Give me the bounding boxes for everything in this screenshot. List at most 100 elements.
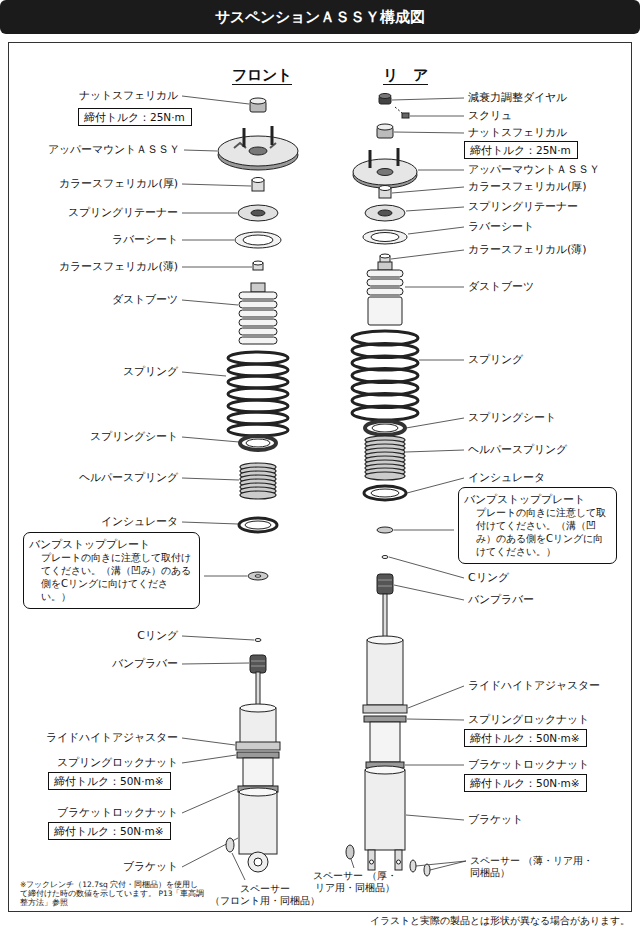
front-strut (239, 328, 277, 335)
front-strut (254, 858, 262, 866)
rear-damper (372, 424, 398, 432)
rear-damper (424, 864, 430, 876)
part-name: ライドハイトアジャスター (468, 679, 600, 693)
rear-damper (367, 640, 403, 705)
rear-leader-lines (416, 861, 466, 866)
rear-damper (382, 556, 388, 559)
front-leader-lines (182, 789, 237, 813)
rear-damper (367, 270, 403, 277)
part-name: スクリュ (468, 109, 512, 123)
rear-damper (352, 331, 418, 420)
part-name: ラバーシート (468, 220, 534, 234)
torque-value: 締付トルク：50N·m※ (54, 824, 165, 838)
rear-damper (367, 636, 403, 644)
note-heading: バンプストッププレート (464, 492, 611, 506)
front-leader-lines (232, 853, 245, 880)
part-name: ブラケットロックナット (57, 806, 178, 820)
front-strut (251, 210, 265, 216)
rear-damper (377, 527, 393, 533)
front-strut (226, 838, 234, 852)
front-strut (239, 337, 277, 344)
part-name: カラースフェリカル(厚) (468, 180, 587, 194)
rear-leader-lines (391, 250, 464, 259)
front-strut (236, 742, 280, 750)
title-band (0, 0, 640, 34)
rear-damper (379, 186, 391, 191)
part-name: インシュレータ (101, 515, 178, 529)
front-strut (228, 388, 288, 400)
front-strut (239, 788, 277, 796)
front-strut (240, 491, 276, 499)
page-title: サスペンションＡＳＳＹ構成図 (0, 8, 640, 26)
front-leader-lines (182, 663, 249, 664)
front-strut (255, 639, 261, 642)
part-name: ライドハイトアジャスター (46, 731, 178, 745)
rear-leader-lines (406, 207, 464, 211)
rear-damper (402, 113, 409, 118)
rear-damper (371, 233, 399, 242)
rear-damper (363, 705, 407, 713)
frame (9, 43, 632, 912)
front-leader-lines (182, 184, 251, 186)
front-strut (228, 352, 288, 436)
section-heading: リ ア (383, 66, 428, 84)
front-strut (234, 143, 276, 148)
part-name: ヘルパースプリング (79, 471, 178, 485)
rear-leader-lines (410, 116, 464, 117)
front-strut (243, 235, 273, 245)
rear-leader-lines (430, 861, 466, 870)
rear-damper (346, 845, 354, 859)
front-strut (250, 655, 266, 673)
rear-damper (378, 262, 392, 270)
front-strut (246, 439, 270, 447)
rear-damper (346, 94, 430, 877)
front-leader-lines (182, 267, 252, 268)
rear-leader-lines (351, 859, 354, 868)
part-name: ダストブーツ (112, 293, 178, 307)
rear-damper (379, 94, 391, 99)
front-strut (240, 704, 276, 712)
rear-leader-lines (394, 585, 464, 600)
rear-damper (367, 279, 403, 286)
front-strut (228, 376, 288, 388)
rear-damper (364, 486, 406, 500)
frame (9, 43, 632, 912)
front-strut (255, 575, 261, 577)
torque-box: 締付トルク：50N·m※ (48, 772, 171, 790)
part-name: スプリングロックナット (57, 756, 178, 770)
torque-box: 締付トルク：50N·m※ (464, 729, 587, 747)
part-name: スプリングシート (90, 430, 178, 444)
torque-value: 締付トルク：25N·m (84, 110, 186, 124)
rear-damper (397, 860, 401, 864)
rear-damper (395, 107, 402, 113)
part-name: ナットスフェリカル (468, 126, 567, 140)
part-name: Cリング (137, 629, 178, 643)
rear-damper (369, 150, 372, 168)
front-strut (243, 128, 246, 147)
front-strut (248, 572, 268, 580)
part-name: スペーサー （厚・リア用・同梱品） (295, 870, 415, 894)
rear-damper (378, 586, 392, 587)
front-strut (237, 752, 279, 758)
part-name: スペーサー （薄・リア用・同梱品） (470, 855, 600, 879)
rear-leader-lines (351, 98, 466, 870)
front-strut (228, 412, 288, 424)
part-name: バンプラバー (112, 657, 178, 671)
section-heading: フロント (232, 66, 292, 84)
front-strut (239, 319, 277, 326)
front-strut (253, 261, 263, 265)
rear-leader-lines (407, 719, 464, 720)
rear-damper (377, 124, 393, 130)
part-name: スプリングロックナット (468, 713, 589, 727)
rear-leader-lines (394, 530, 454, 531)
rear-damper (365, 421, 405, 435)
title-band (0, 0, 640, 34)
part-name: スプリングリテーナー (68, 206, 178, 220)
rear-leader-lines (408, 227, 464, 234)
front-leader-lines (182, 300, 238, 305)
rear-damper (365, 766, 405, 774)
caption: イラストと実際の製品とは形状が異なる場合があります。 (370, 915, 630, 927)
rear-damper (353, 159, 417, 185)
rear-damper (364, 716, 406, 722)
